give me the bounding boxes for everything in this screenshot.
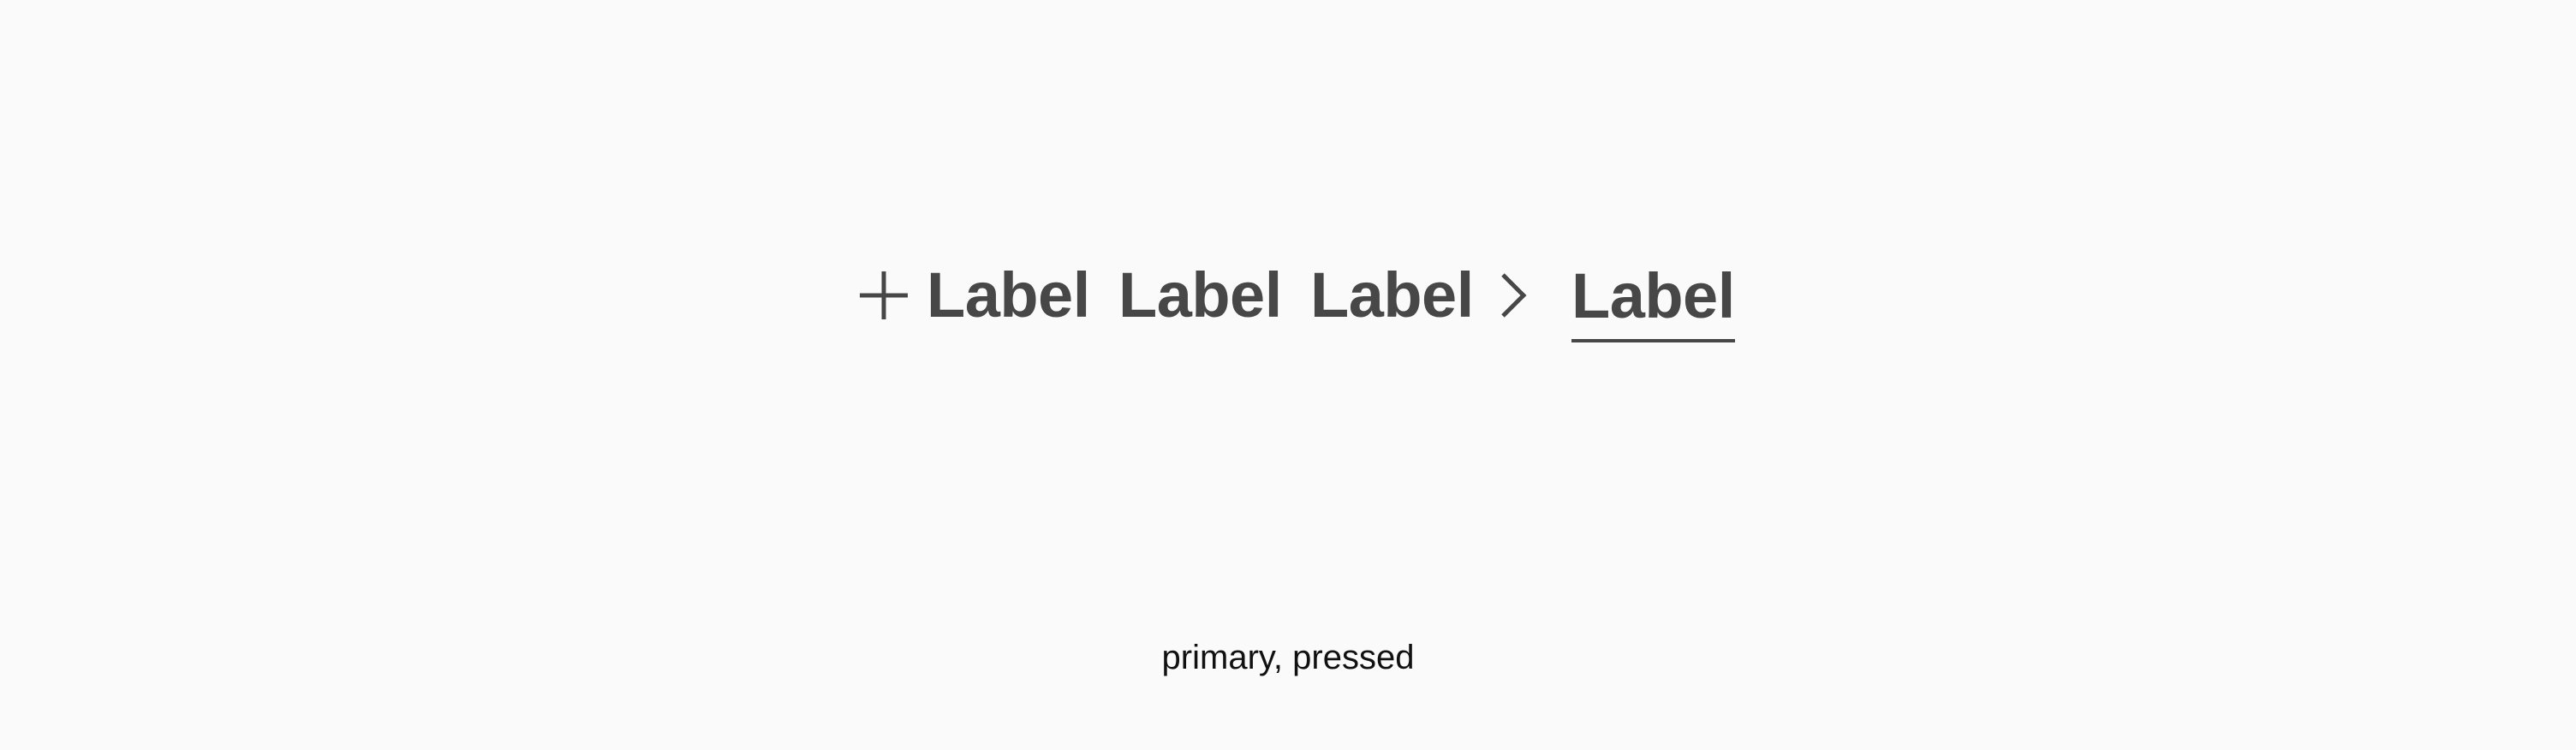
button-label-underlined: Label <box>1571 248 1735 342</box>
label-button-with-chevron[interactable]: Label <box>1310 248 1535 342</box>
state-caption: primary, pressed <box>1161 639 1415 676</box>
label-button-with-plus-icon[interactable]: Label <box>856 248 1090 342</box>
label-button-pressed[interactable]: Label <box>1571 248 1735 342</box>
plus-icon <box>856 268 911 323</box>
chevron-right-icon <box>1493 268 1535 323</box>
button-label: Label <box>1310 259 1474 330</box>
button-label: Label <box>927 259 1090 330</box>
label-button[interactable]: Label <box>1118 248 1282 342</box>
button-label: Label <box>1118 259 1282 330</box>
